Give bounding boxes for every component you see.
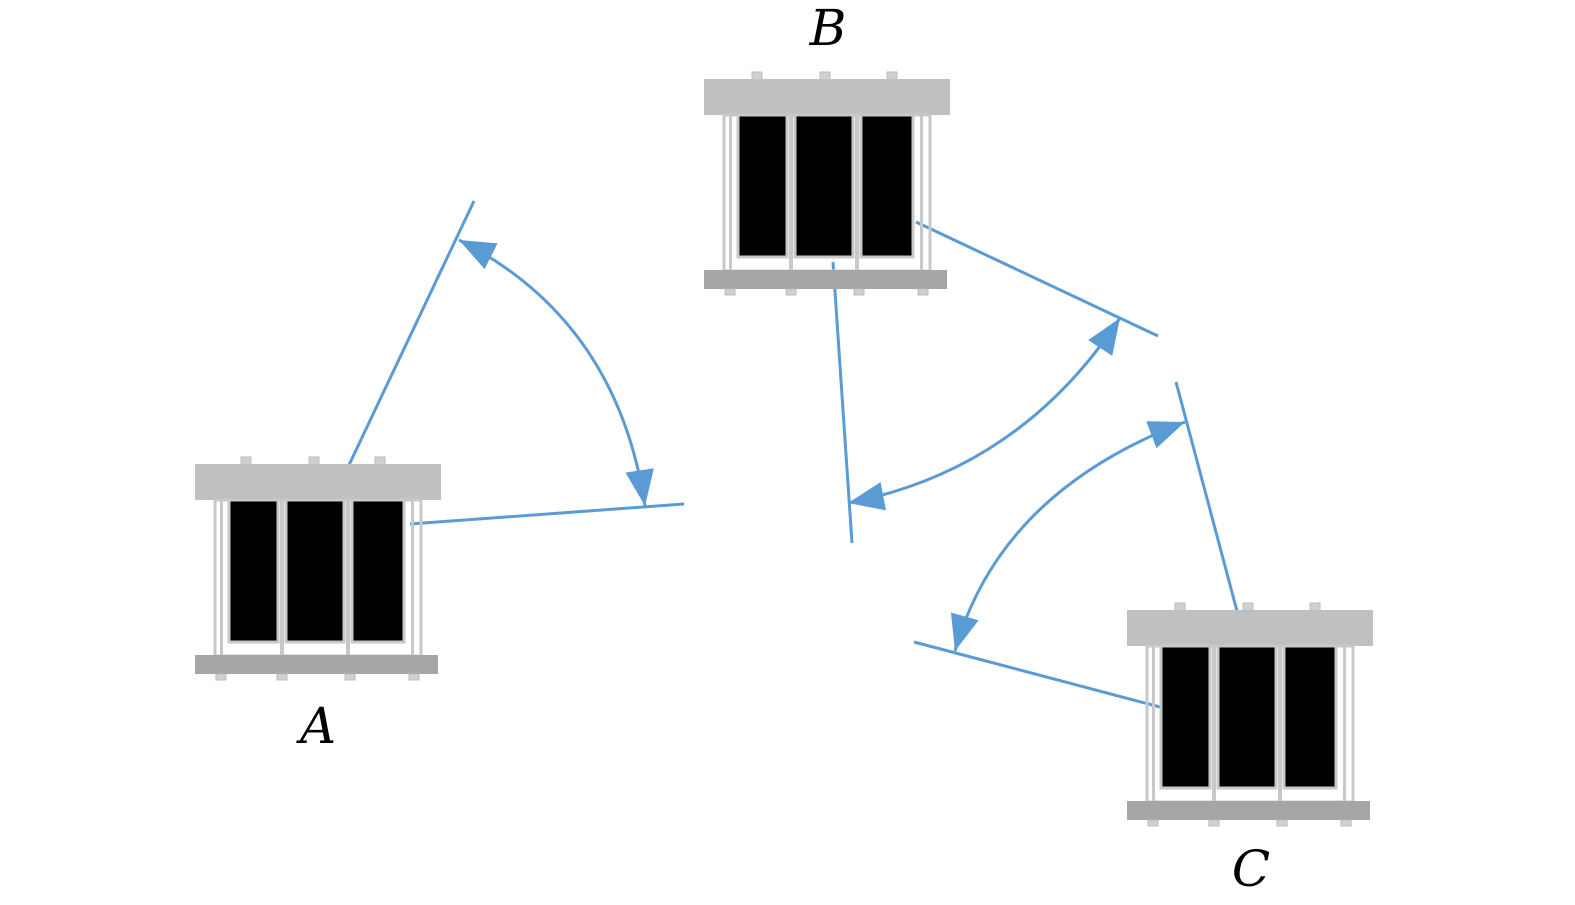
device-c-clip [1174,602,1186,612]
angle-arrows [458,238,1186,652]
device-c-clip [1208,819,1220,827]
node-label-c: C [1232,840,1270,898]
device-b-post [729,115,732,271]
device-c-clip [1340,819,1352,827]
ray-b-down [831,261,854,544]
device-b-clip [819,71,831,81]
device-a-clip [308,456,320,466]
device-b-bottom-bar [704,270,947,289]
ray-c-left [913,640,1161,709]
device-b-clip [751,71,763,81]
device-c-bottom-bar [1127,801,1370,820]
device-c-top-bar [1127,610,1373,646]
ray-a-right [409,502,685,526]
device-b-clip [886,71,898,81]
ray-b-right [915,220,1159,338]
device-b-panel [793,113,855,259]
device-c-clip [1242,602,1254,612]
device-a-panel [350,498,406,644]
device-b-panel [859,113,915,259]
device-c-panel [1159,644,1212,790]
angle-arc-b [847,317,1122,511]
device-a-post [280,500,284,656]
device-a-clip [408,673,420,681]
device-a-panel [227,498,280,644]
node-label-b: B [809,0,847,57]
device-b [704,71,950,296]
angle-arc-c [950,420,1186,652]
device-a-clip [344,673,356,681]
device-a [195,456,441,681]
device-b-clip [917,288,929,296]
device-c-clip [1309,602,1321,612]
reference-lines [347,200,1239,709]
device-c-clip [1147,819,1159,827]
node-label-a: A [296,697,336,755]
device-b-top-bar [704,79,950,115]
device-a-bottom-bar [195,655,438,674]
device-c-post [1343,646,1346,802]
device-a-clip [276,673,288,681]
device-c-panel [1216,644,1278,790]
device-a-post [346,500,350,656]
device-a-clip [240,456,252,466]
device-a-post [220,500,223,656]
device-b-clip [853,288,865,296]
ray-a-upper [347,200,476,466]
device-c-post [1212,646,1216,802]
device-c-panel [1282,644,1338,790]
device-b-panel [736,113,789,259]
device-b-post [789,115,793,271]
device-b-clip [785,288,797,296]
device-c-post [1152,646,1155,802]
device-b-clip [724,288,736,296]
device-b-post [920,115,923,271]
device-c [1127,602,1373,827]
ray-c-upper [1174,381,1239,612]
angle-arc-a [458,238,654,507]
device-c-post [1278,646,1282,802]
device-a-panel [284,498,346,644]
device-a-clip [374,456,386,466]
device-a-post [411,500,414,656]
device-b-post [855,115,859,271]
device-a-top-bar [195,464,441,500]
device-a-clip [215,673,227,681]
device-c-clip [1276,819,1288,827]
